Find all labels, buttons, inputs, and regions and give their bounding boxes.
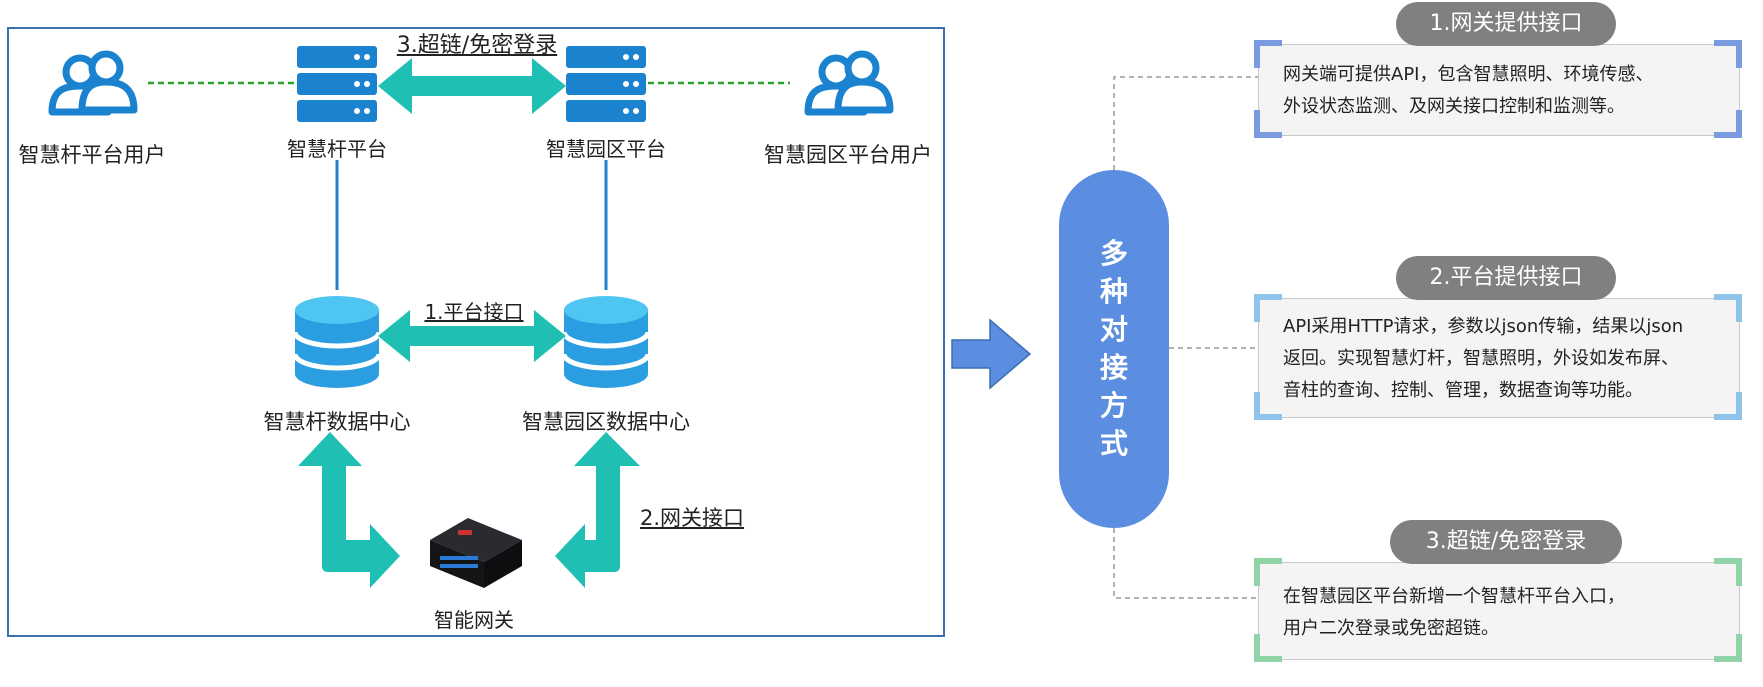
method-card-1-corner-bl: [1254, 110, 1282, 138]
method-card-1: 网关端可提供API，包含智慧照明、环境传感、 外设状态监测、及网关接口控制和监测…: [1258, 44, 1740, 136]
method-card-1-corner-tr: [1714, 40, 1742, 68]
gateway-interface-label: 2.网关接口: [640, 506, 745, 530]
superlink-label: 3.超链/免密登录: [396, 33, 558, 58]
method-card-2-line-3: 音柱的查询、控制、管理，数据查询等功能。: [1283, 380, 1643, 401]
platform-interface-double-arrow: [378, 310, 566, 362]
smart-gateway-device-icon: [430, 518, 522, 588]
pole-platform-server-icon: [297, 46, 377, 122]
park-platform-label: 智慧园区平台: [546, 137, 666, 161]
method-card-1-title: 1.网关提供接口: [1396, 2, 1616, 46]
method-card-3-corner-tl: [1254, 558, 1282, 586]
method-card-2-corner-br: [1714, 392, 1742, 420]
platform-interface-label: 1.平台接口: [424, 300, 524, 324]
method-card-2-line-2: 返回。实现智慧灯杆，智慧照明，外设如发布屏、: [1283, 348, 1679, 369]
method-card-3-corner-br: [1714, 634, 1742, 662]
method-card-3-corner-tr: [1714, 558, 1742, 586]
pole-data-center-icon: [295, 296, 379, 388]
method-card-1-corner-br: [1714, 110, 1742, 138]
pole-data-center-label: 智慧杆数据中心: [263, 410, 411, 434]
method-card-3-title: 3.超链/免密登录: [1390, 520, 1622, 564]
park-data-center-icon: [564, 296, 648, 388]
method-connector-lines: [1113, 76, 1258, 599]
superlink-double-arrow: [378, 58, 566, 114]
integration-methods-title: 多种对接方式: [1099, 237, 1128, 460]
method-card-3-corner-bl: [1254, 634, 1282, 662]
method-card-2-title: 2.平台提供接口: [1396, 256, 1616, 300]
pole-platform-label: 智慧杆平台: [287, 137, 387, 161]
method-card-1-line-2: 外设状态监测、及网关接口控制和监测等。: [1283, 96, 1625, 117]
method-card-2-corner-tr: [1714, 294, 1742, 322]
method-card-3-text: 在智慧园区平台新增一个智慧杆平台入口， 用户二次登录或免密超链。: [1283, 581, 1725, 645]
method-card-2: API采用HTTP请求，参数以json传输，结果以json 返回。实现智慧灯杆，…: [1258, 298, 1740, 418]
method-card-2-corner-bl: [1254, 392, 1282, 420]
park-platform-server-icon: [566, 46, 646, 122]
method-card-2-line-1: API采用HTTP请求，参数以json传输，结果以json: [1283, 316, 1684, 337]
integration-methods-pill: 多种对接方式: [1059, 170, 1169, 528]
method-card-3-line-1: 在智慧园区平台新增一个智慧杆平台入口，: [1283, 586, 1625, 607]
flow-right-arrow: [951, 318, 1032, 390]
park-users-icon: [808, 54, 890, 112]
pole-users-icon: [52, 54, 134, 112]
diagram-frame: [7, 27, 945, 637]
smart-gateway-label: 智能网关: [434, 608, 514, 632]
method-card-2-text: API采用HTTP请求，参数以json传输，结果以json 返回。实现智慧灯杆，…: [1283, 311, 1725, 407]
method-card-3-line-2: 用户二次登录或免密超链。: [1283, 618, 1499, 639]
park-data-center-label: 智慧园区数据中心: [522, 410, 690, 434]
method-card-1-text: 网关端可提供API，包含智慧照明、环境传感、 外设状态监测、及网关接口控制和监测…: [1283, 59, 1725, 123]
method-card-2-corner-tl: [1254, 294, 1282, 322]
pole-users-label: 智慧杆平台用户: [18, 143, 166, 167]
park-gateway-elbow-arrow: [555, 432, 640, 588]
method-card-3: 在智慧园区平台新增一个智慧杆平台入口， 用户二次登录或免密超链。: [1258, 562, 1740, 660]
park-users-label: 智慧园区平台用户: [764, 143, 932, 167]
pole-gateway-elbow-arrow: [298, 432, 400, 588]
method-card-1-corner-tl: [1254, 40, 1282, 68]
method-card-1-line-1: 网关端可提供API，包含智慧照明、环境传感、: [1283, 64, 1654, 85]
